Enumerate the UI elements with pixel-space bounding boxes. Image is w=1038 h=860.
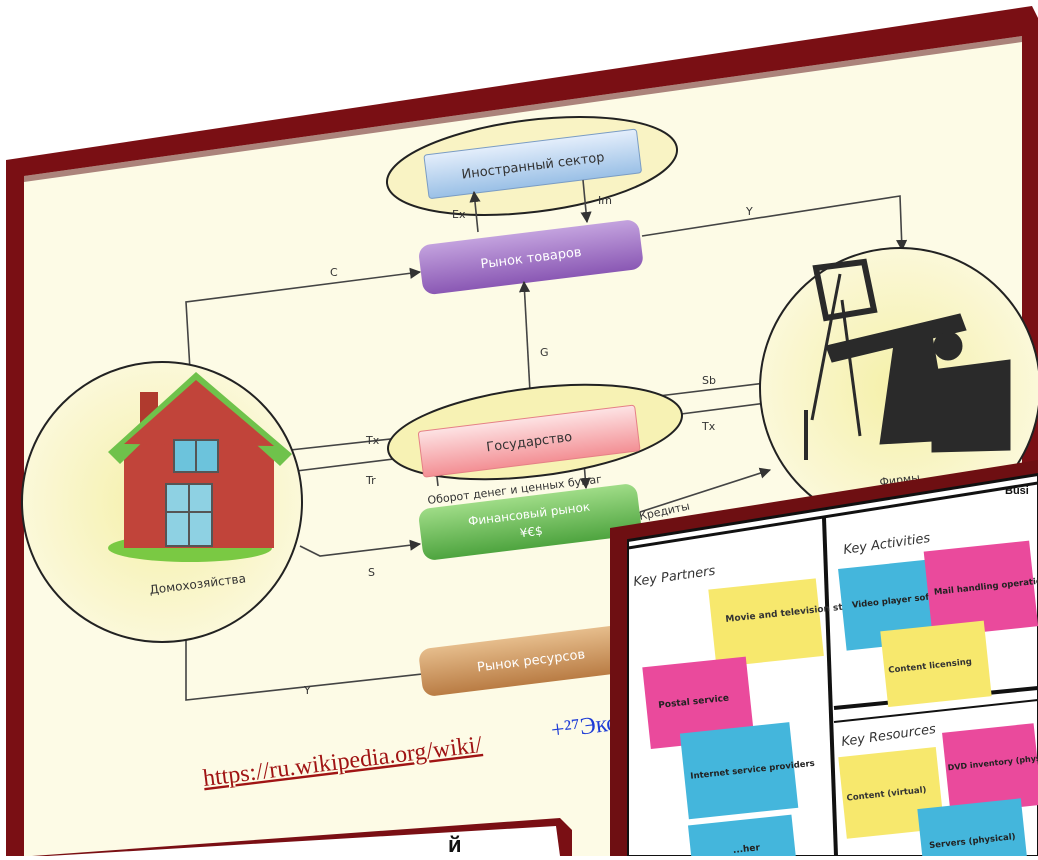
flow-label-g: G bbox=[540, 346, 549, 359]
sticky-partial-bottom bbox=[687, 814, 797, 860]
goods-market-box bbox=[419, 220, 643, 295]
sticky-internet-providers bbox=[679, 722, 799, 820]
note-partial-bottom: ...her bbox=[732, 843, 761, 856]
house-icon bbox=[108, 372, 292, 562]
sticky-dvd-inventory bbox=[942, 723, 1038, 815]
oil-pump-icon bbox=[804, 258, 1011, 460]
sticky-postal-service bbox=[642, 656, 755, 749]
flow-label-s: S bbox=[368, 566, 375, 579]
flow-label-tx-right: Tx bbox=[701, 420, 716, 433]
resource-market-box bbox=[419, 623, 643, 696]
bottom-card-text: й bbox=[448, 832, 462, 856]
sticky-movie-studios bbox=[708, 578, 824, 668]
sticky-notes: Movie and television studios Postal serv… bbox=[642, 540, 1038, 860]
flow-label-sb: Sb bbox=[702, 374, 716, 387]
sticky-content-licensing bbox=[880, 620, 992, 708]
foreign-sector-box bbox=[423, 128, 642, 199]
flow-label-y-top: Y bbox=[745, 205, 753, 218]
sticky-content-virtual bbox=[838, 746, 945, 839]
canvas-header-partial: Busi bbox=[1005, 485, 1029, 497]
financial-market-box bbox=[419, 484, 641, 560]
flow-label-tx-left: Tx bbox=[365, 434, 380, 447]
flow-label-ex: Ex bbox=[452, 208, 466, 221]
flow-label-y-bottom: Y bbox=[303, 684, 311, 697]
flow-label-c: C bbox=[330, 266, 338, 279]
flow-label-tr: Tr bbox=[365, 474, 376, 487]
government-box bbox=[417, 404, 641, 478]
sticky-mail-handling bbox=[923, 540, 1038, 638]
financial-market-currency: ¥€$ bbox=[519, 524, 543, 541]
bottom-card: й bbox=[32, 818, 572, 857]
flow-label-im: Im bbox=[598, 194, 612, 207]
sticky-servers bbox=[917, 798, 1028, 860]
